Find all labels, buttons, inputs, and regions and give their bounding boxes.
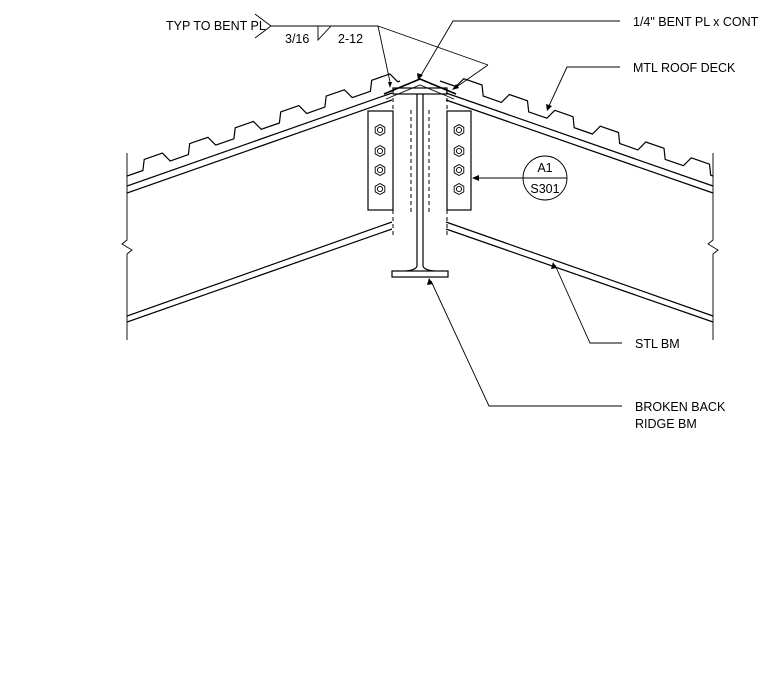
bolt-group-left	[374, 123, 386, 196]
ridge-beam-label-line1: BROKEN BACK	[635, 400, 726, 414]
bolt-right	[453, 144, 465, 158]
ridge-beam-leader	[427, 278, 622, 407]
ridge-beam	[391, 87, 449, 278]
roof-deck-left	[126, 73, 401, 177]
steel-beam-leader	[551, 262, 622, 344]
bolt-right	[453, 163, 465, 177]
bolt-right-core	[455, 126, 463, 134]
bolt-left-core	[376, 126, 384, 134]
bent-plate-leader	[417, 20, 620, 80]
bolt-left-core	[376, 166, 384, 174]
weld-note-label: TYP TO BENT PL	[166, 19, 266, 33]
bolt-right-core	[455, 147, 463, 155]
right-steel-beam	[445, 92, 719, 340]
section-callout	[472, 155, 568, 201]
bolt-right	[453, 182, 465, 196]
bolt-right-core	[455, 185, 463, 193]
section-sheet-label: S301	[530, 182, 559, 196]
bolt-left-core	[376, 185, 384, 193]
bolt-left-core	[376, 147, 384, 155]
bolt-left	[374, 182, 386, 196]
bolt-right	[453, 123, 465, 137]
roof-deck-right	[439, 78, 714, 177]
bolt-left	[374, 144, 386, 158]
weld-size-label: 3/16	[285, 32, 309, 46]
ridge-beam-label-line2: RIDGE BM	[635, 417, 697, 431]
weld-length-label: 2-12	[338, 32, 363, 46]
section-detail-label: A1	[537, 161, 552, 175]
bent-plate-label: 1/4" BENT PL x CONT	[633, 15, 759, 29]
steel-beam-label: STL BM	[635, 337, 680, 351]
bolt-left	[374, 123, 386, 137]
weld-symbol	[254, 13, 489, 90]
shear-plate-right	[446, 110, 472, 211]
left-steel-beam	[121, 92, 393, 340]
bolt-left	[374, 163, 386, 177]
roof-deck-label: MTL ROOF DECK	[633, 61, 736, 75]
bolt-right-core	[455, 166, 463, 174]
bent-plate	[383, 78, 457, 100]
shear-plate-left	[367, 110, 394, 211]
roof-deck-leader	[546, 66, 620, 111]
bolt-group-right	[453, 123, 465, 196]
